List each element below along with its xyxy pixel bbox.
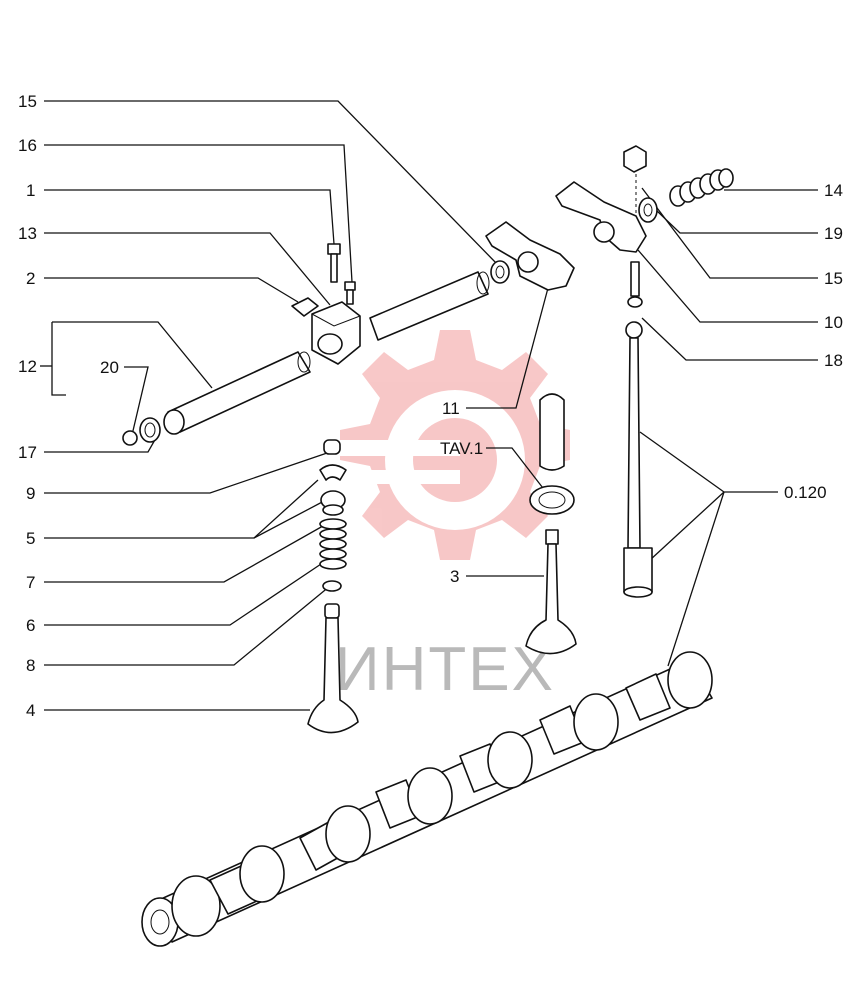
bolt-16 [344,281,356,305]
valve-4 [307,603,359,734]
label-6: 6 [26,616,35,635]
label-5: 5 [26,529,35,548]
label-12: 12 [18,357,37,376]
camshaft [141,651,713,947]
spring-14 [669,168,734,207]
adjuster-screw [627,261,643,308]
rocker-shaft-right [369,271,490,341]
rocker-arm-11 [485,221,575,291]
valve-3 [525,529,577,655]
label-9: 9 [26,484,35,503]
washer-15-right [638,197,658,223]
label-13: 13 [18,224,37,243]
bolt-1 [327,243,341,283]
label-4: 4 [26,701,35,720]
label-0120: 0.120 [784,483,827,502]
cap-9 [323,439,341,455]
label-16: 16 [18,136,37,155]
label-2: 2 [26,269,35,288]
label-11: 11 [442,399,460,418]
leader-lines [40,100,818,711]
watermark-gear-logo [250,330,570,560]
label-10: 10 [824,313,843,332]
adjuster-nut [623,145,647,173]
washer-15 [490,260,510,284]
rocker-arm-10 [555,181,647,253]
shaft-bracket-13 [311,301,361,365]
plug-20 [122,430,138,446]
push-rod [623,321,653,598]
rocker-shaft-left [163,351,311,435]
label-15-right: 15 [824,269,843,288]
label-15: 15 [18,92,37,111]
label-tav1: TAV.1 [440,439,483,458]
label-14: 14 [824,181,843,200]
label-8: 8 [26,656,35,675]
washer-8 [322,580,342,592]
washer-17 [139,417,161,443]
label-17: 17 [18,443,37,462]
label-3: 3 [450,567,459,586]
label-1: 1 [26,181,35,200]
valve-guide [529,393,575,515]
label-19: 19 [824,224,843,243]
label-20: 20 [100,358,119,377]
label-18: 18 [824,351,843,370]
watermark-text: ИНТЕХ [335,635,555,704]
label-7: 7 [26,573,35,592]
collet-5 [319,464,347,481]
part-labels: 15 16 1 13 2 12 20 17 9 5 7 6 8 4 11 TAV… [18,92,843,720]
pad-2 [291,297,319,317]
valve-spring-6 [319,518,347,570]
